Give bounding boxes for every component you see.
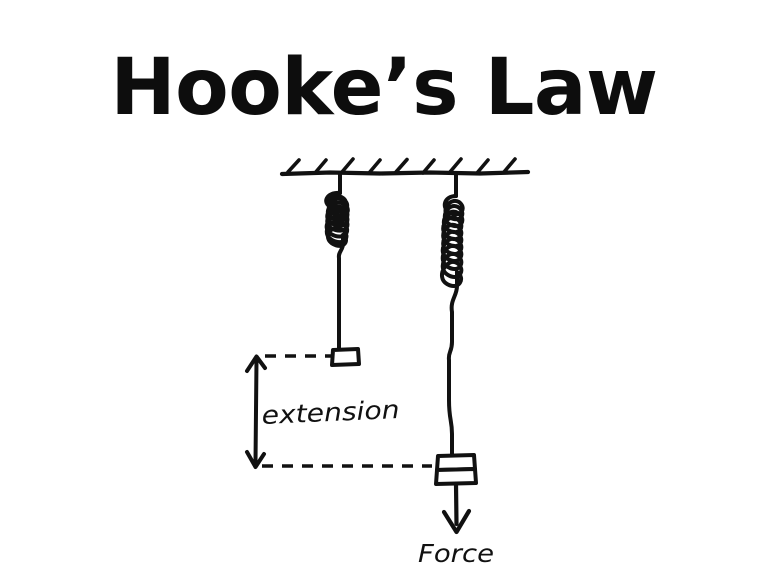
extension-label: extension [261,395,400,430]
stretched-spring [440,172,465,458]
small-mass-block [330,347,361,367]
force-arrowhead [441,508,472,535]
extension-arrowhead-up [245,354,267,373]
stretched-spring-coils [440,194,465,288]
page-title: Hooke’s Law [110,43,658,133]
large-mass-block-lower [434,467,478,486]
extension-measurement: extension [245,354,432,469]
force-label: Force [418,539,494,568]
unstretched-spring-coils [324,190,350,248]
ceiling-hatch-marks [286,157,517,175]
ceiling-support [279,157,531,177]
extension-arrowhead-down [245,450,266,469]
large-mass-block [434,453,478,486]
stretched-spring-bottom-wire [446,270,459,458]
unstretched-spring-bottom-wire [336,233,345,352]
force-arrow-shaft [453,481,459,527]
extension-double-arrow-shaft [253,358,259,464]
force-arrow: Force [418,481,494,568]
unstretched-spring [324,172,350,352]
ceiling-line [279,169,531,177]
